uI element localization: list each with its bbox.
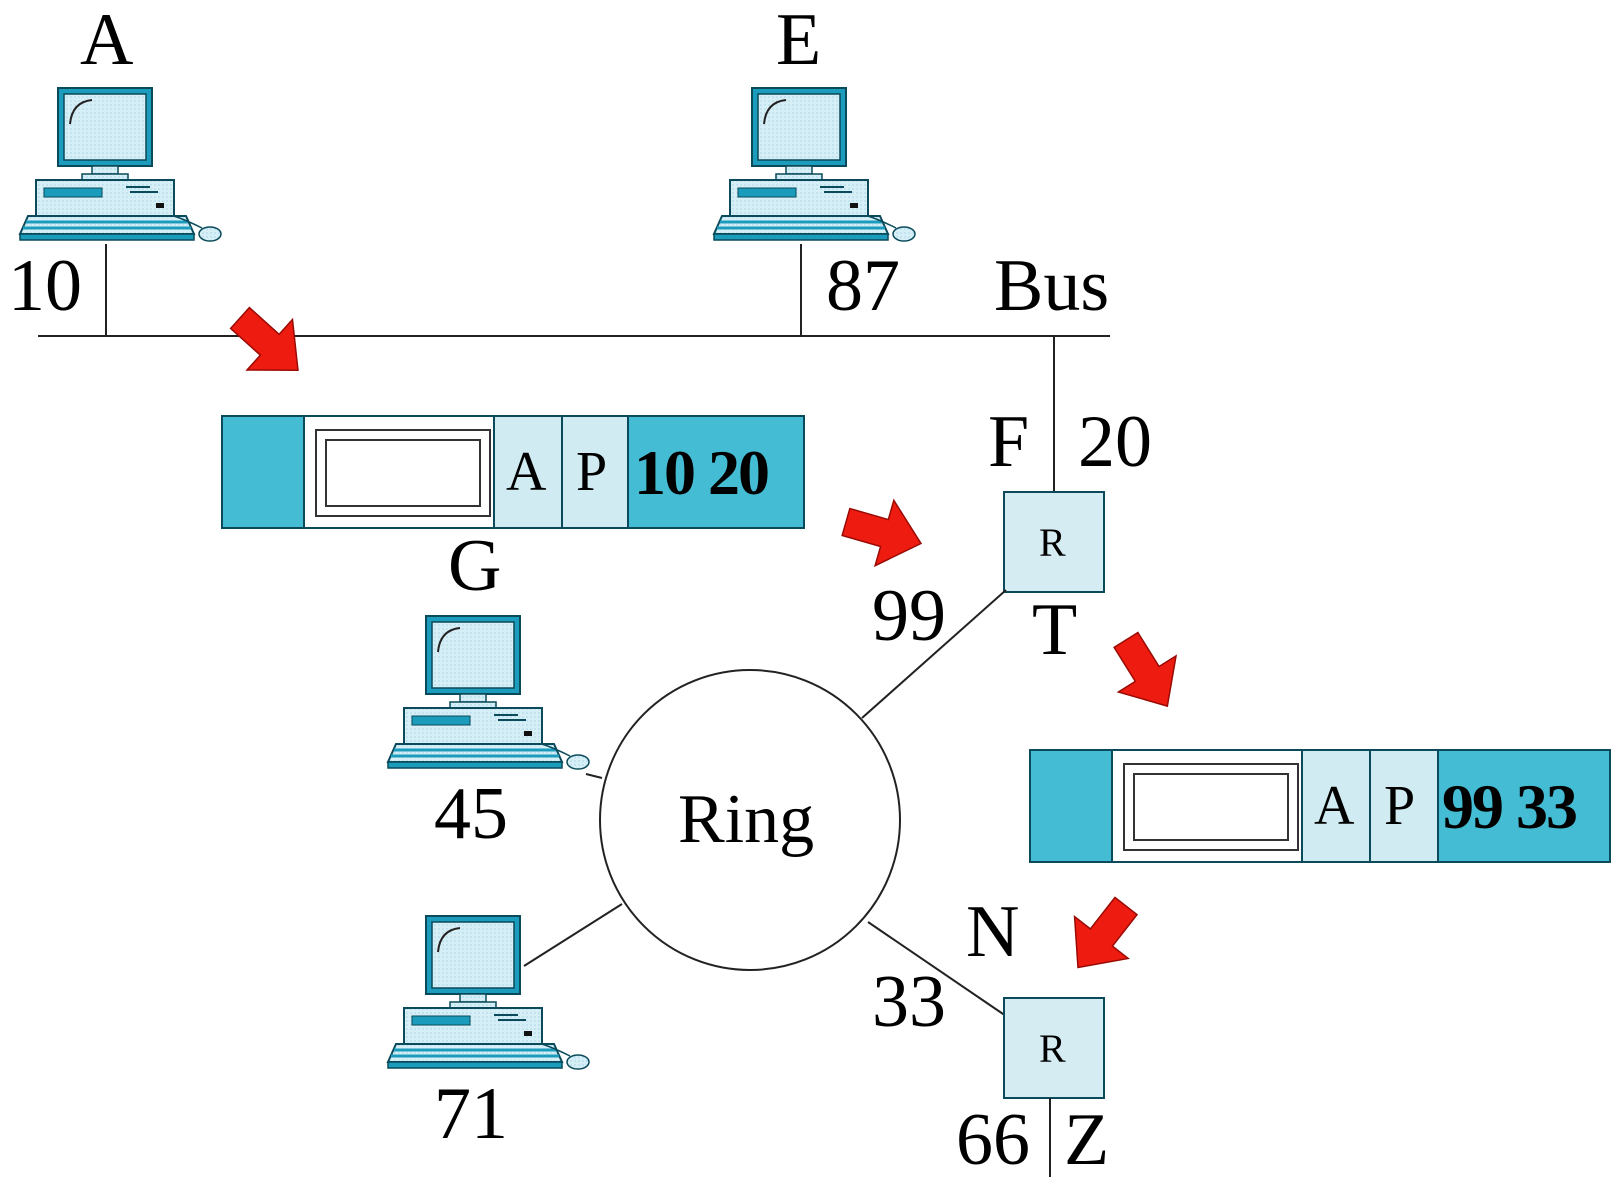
bus-frame (221, 415, 805, 529)
computer-e-icon (712, 86, 917, 243)
flow-arrow-2-icon (835, 488, 932, 577)
ring-frame-field-a: A (1314, 775, 1355, 837)
router-n-box-label: R (1039, 1026, 1066, 1071)
router-f-name-top: F (988, 401, 1029, 483)
bus-frame-field-a: A (506, 441, 547, 503)
host-e-name: E (776, 0, 821, 81)
bus-frame-addresses: 10 20 (634, 437, 768, 508)
host-lower-address: 71 (434, 1073, 508, 1155)
bus-label: Bus (994, 245, 1109, 327)
flow-arrow-1-icon (216, 291, 322, 397)
ring-network (599, 669, 901, 971)
router-f-box-label: R (1039, 520, 1066, 565)
link-host-g-ring (585, 773, 603, 779)
link-ring-router-n (867, 921, 1007, 1017)
host-g-name: G (448, 525, 501, 607)
router-n-name-top: N (966, 891, 1019, 973)
bus-frame-field-p: P (576, 441, 607, 503)
flow-arrow-4-icon (1050, 884, 1154, 990)
flow-arrow-3-icon (1096, 621, 1197, 725)
computer-a-icon (18, 86, 223, 243)
computer-g-icon (386, 614, 591, 771)
host-a-address: 10 (8, 245, 82, 327)
ring-frame-field-p: P (1384, 775, 1415, 837)
link-lower-host-ring (523, 903, 623, 967)
host-e-address: 87 (826, 245, 900, 327)
host-a-name: A (80, 0, 133, 81)
router-f-addr-ring: 99 (872, 575, 946, 657)
ring-frame-addresses: 99 33 (1442, 771, 1576, 842)
ring-label: Ring (678, 781, 814, 858)
router-n-addr-bottom: 66 (956, 1099, 1030, 1177)
link-router-f-ring (861, 589, 1007, 719)
ring-frame (1029, 749, 1611, 863)
router-n-name-bottom: Z (1064, 1099, 1109, 1177)
computer-lower-icon (386, 914, 591, 1071)
router-f-name-bottom: T (1032, 589, 1077, 671)
router-n-addr-ring: 33 (872, 961, 946, 1043)
router-f-box (1003, 491, 1105, 593)
host-g-address: 45 (434, 773, 508, 855)
router-f-addr-top: 20 (1078, 401, 1152, 483)
router-n-box (1003, 997, 1105, 1099)
